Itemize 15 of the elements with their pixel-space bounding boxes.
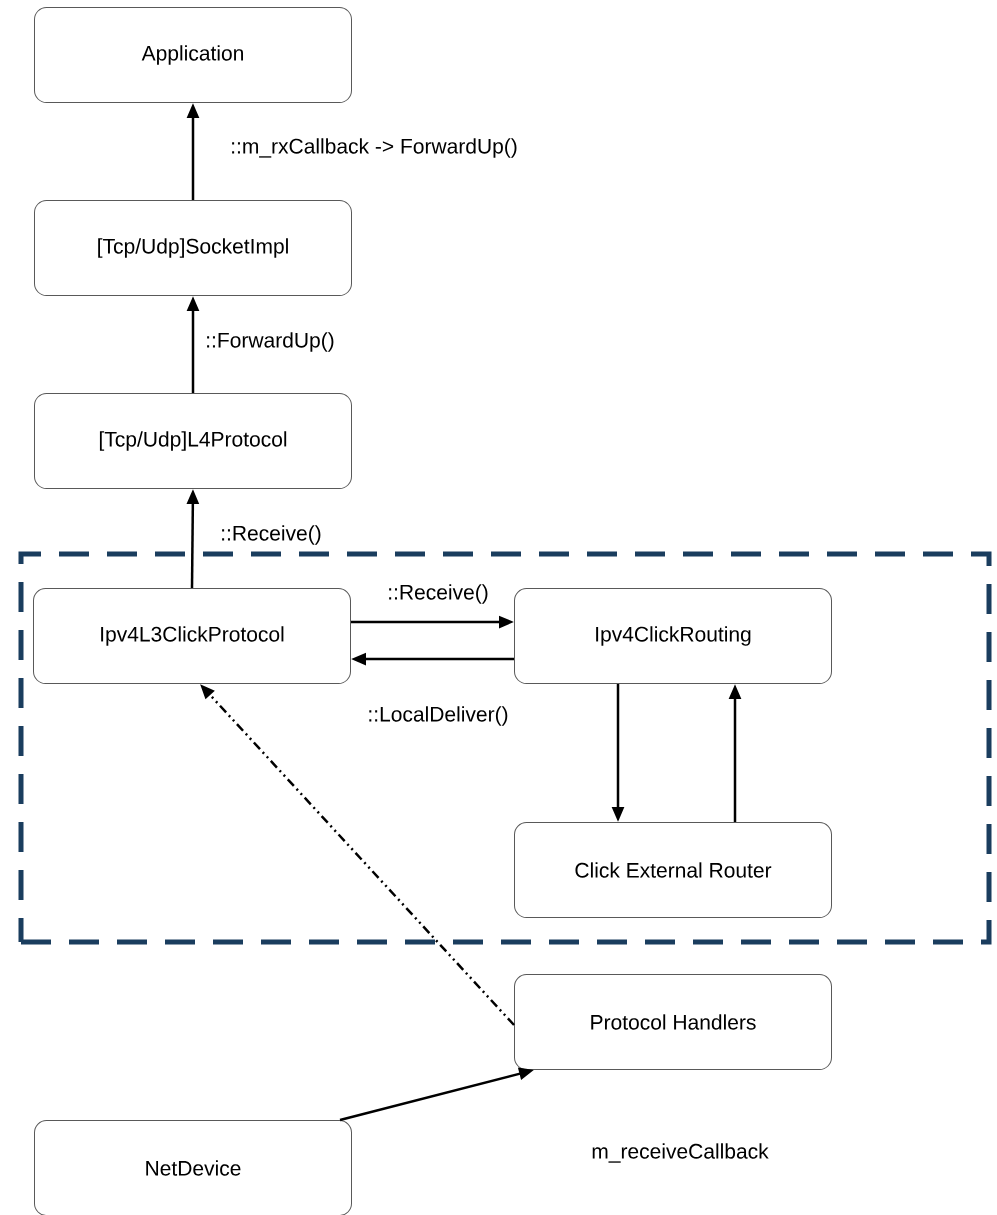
process-box: Application [34,7,352,103]
edge-label: ::LocalDeliver() [365,704,511,728]
process-box: Ipv4L3ClickProtocol [33,588,351,684]
process-box: Ipv4ClickRouting [514,588,832,684]
dashed-frame [18,551,992,945]
process-box: [Tcp/Udp]L4Protocol [34,393,352,489]
edge-label: ::Receive() [218,523,324,547]
edge-label: ::ForwardUp() [203,330,337,354]
edge-label: ::Receive() [385,582,491,606]
process-box: [Tcp/Udp]SocketImpl [34,200,352,296]
process-box: Protocol Handlers [514,974,832,1070]
process-box: NetDevice [34,1120,352,1215]
edge-label: ::m_rxCallback -> ForwardUp() [228,136,520,160]
process-box: Click External Router [514,822,832,918]
note-text: m_receiveCallback [592,1143,769,1163]
